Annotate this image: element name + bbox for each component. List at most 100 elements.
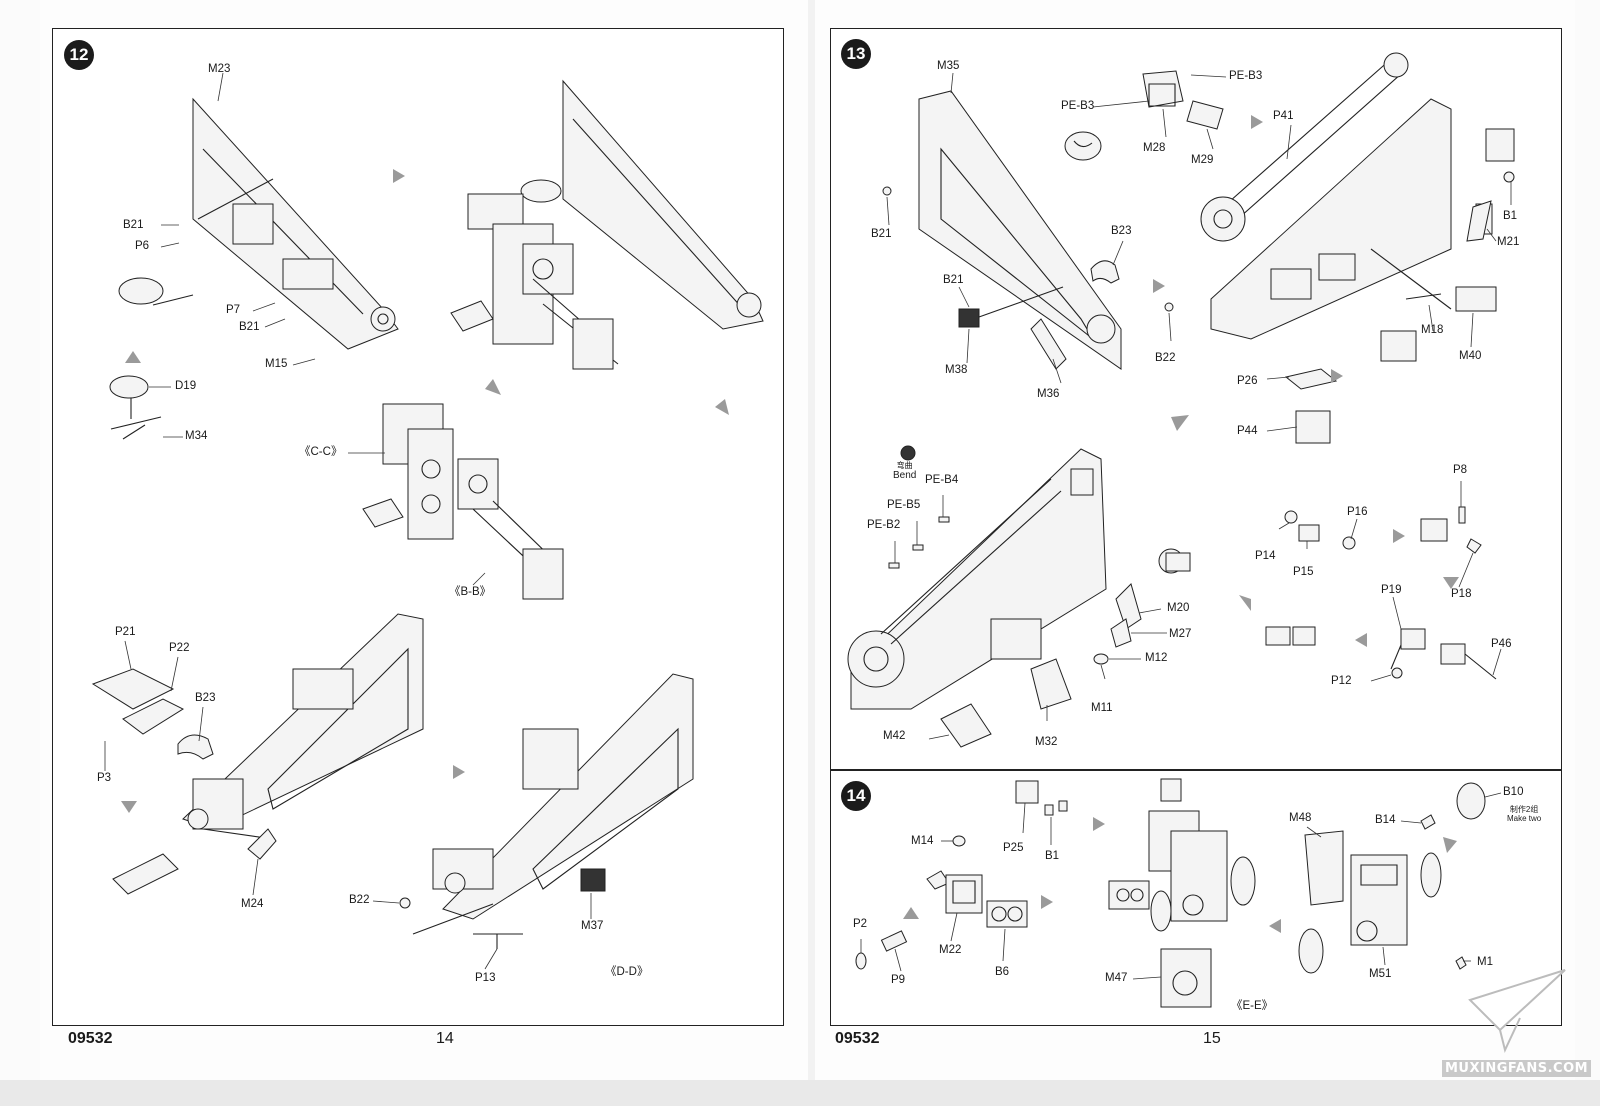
label-m42: M42 (883, 730, 906, 742)
label-m14: M14 (911, 835, 934, 847)
label-p22: P22 (169, 642, 190, 654)
label-m18: M18 (1421, 324, 1444, 336)
label-b1: B1 (1045, 850, 1060, 862)
step-13-drawing (831, 29, 1561, 769)
arrow-upleft-13 (1239, 595, 1251, 611)
label-m37: M37 (581, 920, 604, 932)
label-p8: P8 (1453, 464, 1468, 476)
step-13-badge: 13 (841, 39, 871, 69)
label-m38: M38 (945, 364, 968, 376)
label-p25: P25 (1003, 842, 1024, 854)
make-two-note: 制作2组 Make two (1507, 805, 1541, 823)
arrow-right-1 (393, 169, 405, 183)
product-code-right: 09532 (835, 1030, 880, 1047)
label-b6: B6 (995, 966, 1010, 978)
bend-indicator: 弯曲 Bend (893, 461, 916, 482)
arrow-up-1 (125, 351, 141, 363)
arrow-right-14a (1093, 817, 1105, 831)
label-pe-b3-b: PE-B3 (1061, 100, 1095, 112)
label-b22: B22 (1155, 352, 1176, 364)
label-m22: M22 (939, 944, 962, 956)
left-page: 12 (40, 0, 810, 1080)
label-b21-lower: B21 (239, 321, 260, 333)
label-m35: M35 (937, 60, 960, 72)
page-number-right: 15 (1203, 1030, 1221, 1047)
arrow-right-13c (1393, 529, 1405, 543)
make-two-en: Make two (1507, 814, 1542, 824)
label-b23: B23 (195, 692, 216, 704)
label-b21-top: B21 (871, 228, 892, 240)
label-p7: P7 (226, 304, 241, 316)
label-p16: P16 (1347, 506, 1368, 518)
step-12-badge: 12 (64, 40, 94, 70)
bend-label-en: Bend (893, 470, 917, 482)
label-m36: M36 (1037, 388, 1060, 400)
arrow-right-13a (1251, 115, 1263, 129)
label-p2: P2 (853, 918, 868, 930)
label-m47: M47 (1105, 972, 1128, 984)
label-view-c-c: 《C-C》 (299, 446, 343, 458)
arrow-right-2 (453, 765, 465, 779)
label-pe-b5: PE-B5 (887, 499, 921, 511)
label-m51: M51 (1369, 968, 1392, 980)
label-m23: M23 (208, 63, 231, 75)
arrow-down-13 (1443, 577, 1459, 589)
label-p46: P46 (1491, 638, 1512, 650)
label-m20: M20 (1167, 602, 1190, 614)
arrow-downleft-1 (485, 379, 501, 395)
label-m32: M32 (1035, 736, 1058, 748)
label-m1: M1 (1477, 956, 1493, 968)
label-m48: M48 (1289, 812, 1312, 824)
label-p26: P26 (1237, 375, 1258, 387)
label-b22: B22 (349, 894, 370, 906)
bottom-strip (0, 1080, 1600, 1106)
arrow-left-13 (1355, 633, 1367, 647)
label-pe-b4: PE-B4 (925, 474, 959, 486)
page-number-left: 14 (436, 1030, 454, 1047)
label-p14: P14 (1255, 550, 1276, 562)
arrow-left-14 (1269, 919, 1281, 933)
label-m28: M28 (1143, 142, 1166, 154)
label-p19: P19 (1381, 584, 1402, 596)
label-b14: B14 (1375, 814, 1396, 826)
arrow-right-13d (1331, 369, 1343, 383)
label-p44: P44 (1237, 425, 1258, 437)
label-view-b-b: 《B-B》 (449, 586, 492, 598)
label-pe-b2: PE-B2 (867, 519, 901, 531)
label-m15: M15 (265, 358, 288, 370)
arrow-right-14b (1041, 895, 1053, 909)
label-m11: M11 (1091, 702, 1113, 714)
step-12-drawing (53, 29, 783, 1025)
arrow-down-1 (121, 801, 137, 813)
label-b21: B21 (123, 219, 144, 231)
page-gutter (808, 0, 818, 1080)
label-b10: B10 (1503, 786, 1524, 798)
label-pe-b3-a: PE-B3 (1229, 70, 1263, 82)
step-12-frame: 12 (52, 28, 784, 1026)
make-two-cn: 制作2组 (1509, 805, 1539, 814)
label-p9: P9 (891, 974, 906, 986)
watermark-text: MUXINGFANS.COM (1442, 1060, 1592, 1077)
arrow-downright-14 (1443, 837, 1457, 853)
label-m34: M34 (185, 430, 208, 442)
step-14-badge: 14 (841, 781, 871, 811)
label-view-e-e: 《E-E》 (1231, 1000, 1274, 1012)
label-p41: P41 (1273, 110, 1294, 122)
arrow-downright-1 (715, 399, 729, 415)
label-b21-mid: B21 (943, 274, 964, 286)
label-p6: P6 (135, 240, 150, 252)
product-code-left: 09532 (68, 1030, 113, 1047)
arrow-up-14 (903, 907, 919, 919)
label-b1: B1 (1503, 210, 1518, 222)
label-m29: M29 (1191, 154, 1214, 166)
label-p15: P15 (1293, 566, 1314, 578)
step-14-drawing (831, 771, 1561, 1025)
label-p18: P18 (1451, 588, 1472, 600)
label-p3: P3 (97, 772, 112, 784)
label-view-d-d: 《D-D》 (605, 966, 649, 978)
label-m12: M12 (1145, 652, 1168, 664)
arrow-downleft-13 (1171, 415, 1189, 431)
label-p13: P13 (475, 972, 496, 984)
label-d19: D19 (175, 380, 197, 392)
